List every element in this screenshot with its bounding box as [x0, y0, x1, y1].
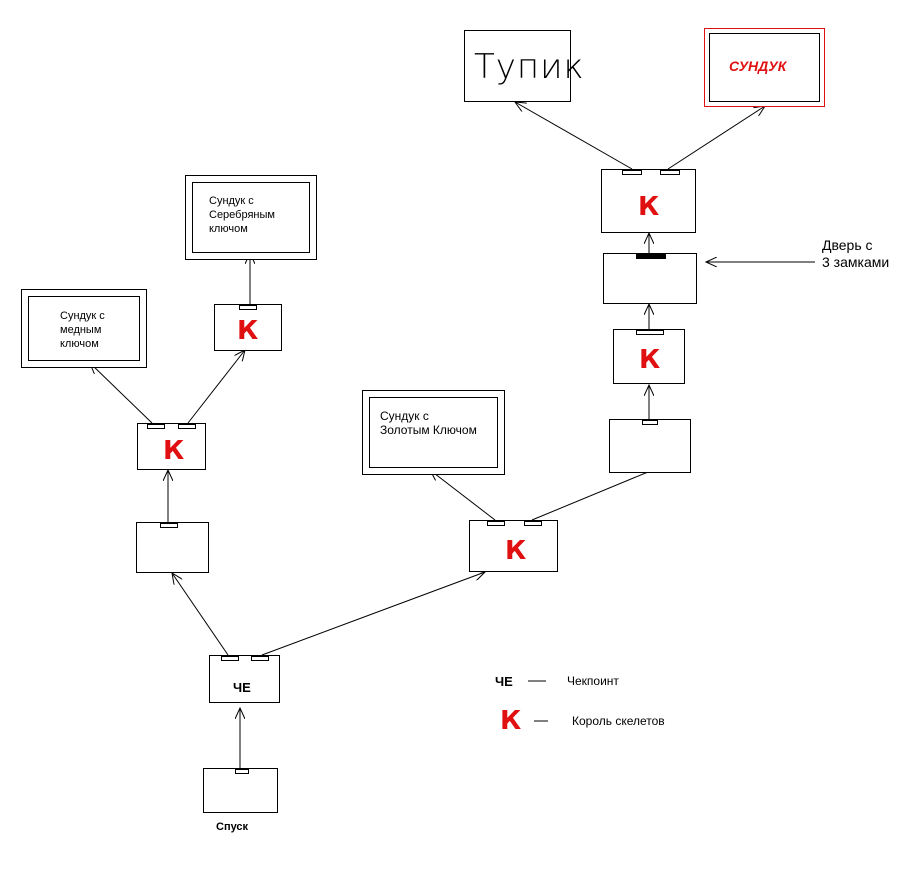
- king-room-left: К: [137, 423, 206, 470]
- skeleton-king-marker: К: [237, 316, 259, 346]
- locked-door-room: [603, 253, 697, 304]
- left-room: [136, 522, 209, 573]
- king-room-top: К: [601, 169, 696, 233]
- door-slot: [160, 523, 178, 528]
- copper-chest-room: Сундук с медным ключом: [21, 289, 147, 368]
- king-room-silver: К: [214, 304, 282, 351]
- legend-checkpoint-symbol: ЧЕ: [495, 674, 513, 689]
- dead-end-label: Тупик: [474, 47, 585, 87]
- dead-end-room: Тупик: [464, 30, 584, 102]
- silver-chest-label: Сундук с Серебряным ключом: [209, 195, 275, 235]
- door-slot: [622, 170, 642, 175]
- arrow-king-to-copper-chest: [90, 363, 153, 424]
- arrow-checkpoint-to-mid-king: [261, 572, 485, 656]
- door-slot: [147, 424, 165, 429]
- door-slot: [642, 420, 658, 425]
- gold-chest-label: Сундук с Золотым Ключом: [380, 409, 477, 437]
- door-slot: [235, 769, 249, 774]
- start-label: Спуск: [216, 821, 249, 833]
- door-note-label: Дверь с 3 замками: [822, 237, 890, 270]
- door-slot: [636, 330, 664, 335]
- checkpoint-room: ЧЕ: [209, 655, 280, 703]
- arrow-king-to-silver-king: [187, 350, 245, 424]
- copper-chest-label: Сундук с медным ключом: [60, 310, 105, 350]
- king-room-right: К: [613, 329, 685, 384]
- door-slot: [221, 656, 239, 661]
- line-mid-king-to-right-box: [531, 471, 649, 521]
- skeleton-king-marker: К: [505, 536, 527, 566]
- arrow-top-king-to-dead-end: [515, 102, 633, 170]
- door-slot: [487, 521, 505, 526]
- door-slot: [660, 170, 680, 175]
- arrow-mid-king-to-gold-chest: [430, 470, 496, 521]
- legend-checkpoint-text: Чекпоинт: [567, 674, 619, 688]
- legend-king-symbol: К: [500, 706, 522, 736]
- gold-chest-room: Сундук с Золотым Ключом: [362, 390, 505, 475]
- skeleton-king-marker: К: [639, 345, 661, 375]
- skeleton-king-marker: К: [638, 192, 660, 222]
- arrow-checkpoint-to-left-box: [172, 573, 229, 656]
- start-room: [203, 768, 278, 813]
- king-room-mid: К: [469, 520, 558, 572]
- final-chest-room: СУНДУК: [704, 28, 825, 107]
- arrow-top-king-to-final-chest: [667, 106, 765, 170]
- legend-king-text: Король скелетов: [572, 714, 665, 728]
- checkpoint-label: ЧЕ: [233, 680, 251, 695]
- silver-chest-room: Сундук с Серебряным ключом: [185, 175, 317, 260]
- skeleton-king-marker: К: [163, 436, 185, 466]
- right-room: [609, 419, 691, 473]
- door-slot: [178, 424, 196, 429]
- final-chest-label: СУНДУК: [729, 58, 787, 74]
- door-slot: [239, 305, 257, 310]
- door-slot: [251, 656, 269, 661]
- door-slot: [524, 521, 542, 526]
- locked-door: [636, 254, 666, 259]
